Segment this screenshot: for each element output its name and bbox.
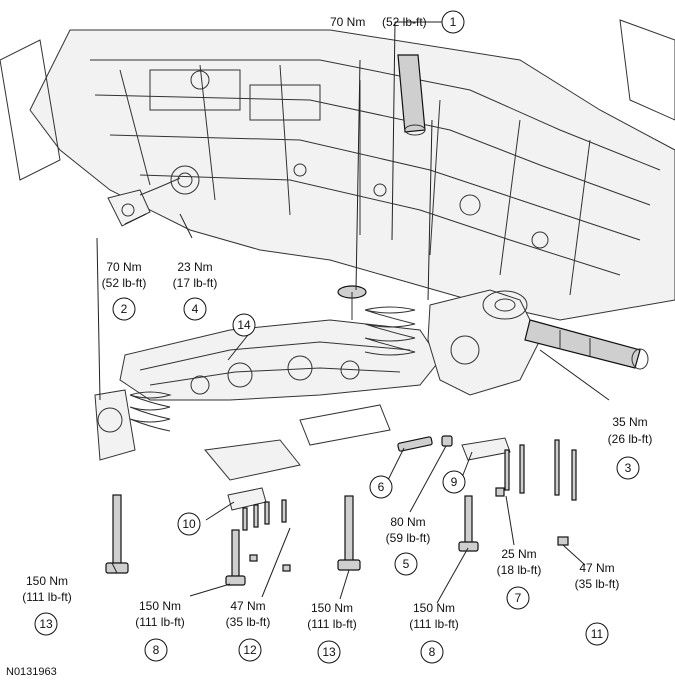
- callout-10-number: 10: [182, 517, 196, 531]
- callout-13b-torque-lbft: (111 lb-ft): [307, 617, 357, 631]
- callout-3-torque: 35 Nm: [612, 415, 647, 429]
- callout-8a-number: 8: [153, 643, 160, 657]
- rear-differential: [427, 289, 541, 396]
- callout-4-number: 4: [192, 302, 199, 316]
- callout-2: 2: [112, 297, 136, 321]
- callout-4-torque-lbft: (17 lb-ft): [173, 276, 218, 290]
- callout-8a-torque: 150 Nm: [139, 599, 181, 613]
- callout-9-number: 9: [451, 475, 458, 489]
- right-coil-spring: [337, 285, 416, 356]
- callout-8a: 8: [144, 638, 168, 662]
- callout-8b-torque-lbft: (111 lb-ft): [409, 617, 459, 631]
- callout-3-torque-lbft: (26 lb-ft): [608, 432, 653, 446]
- callout-8b-torque: 150 Nm: [413, 601, 455, 615]
- callout-13b: 13: [317, 640, 341, 664]
- bracket-9: [461, 437, 511, 461]
- callout-4-torque: 23 Nm: [177, 260, 212, 274]
- callout-1-torque: 70 Nm: [330, 15, 365, 29]
- callout-11-torque: 47 Nm: [579, 561, 614, 575]
- callout-12-torque: 47 Nm: [230, 599, 265, 613]
- halfshaft: [524, 319, 649, 370]
- figure-id: N0131963: [6, 666, 57, 678]
- nut-5: [441, 435, 453, 447]
- callout-6: 6: [369, 475, 393, 499]
- callout-4: 4: [183, 297, 207, 321]
- callout-11-torque-lbft: (35 lb-ft): [575, 577, 620, 591]
- callout-13a-number: 13: [39, 617, 53, 631]
- callout-2-number: 2: [121, 302, 128, 316]
- callout-5-torque-lbft: (59 lb-ft): [386, 531, 431, 545]
- callout-13a-torque-lbft: (111 lb-ft): [22, 590, 72, 604]
- callout-9: 9: [442, 470, 466, 494]
- callout-11: 11: [585, 622, 609, 646]
- left-coil-spring: [94, 389, 172, 461]
- bracket-10: [227, 487, 267, 511]
- bolt-6: [397, 436, 433, 452]
- callout-5-torque: 80 Nm: [390, 515, 425, 529]
- callout-2-torque-lbft: (52 lb-ft): [102, 276, 147, 290]
- underbody-floor-pan: [0, 19, 675, 321]
- rear-subframe: [119, 319, 441, 401]
- callout-12-number: 12: [243, 643, 257, 657]
- callout-3-number: 3: [625, 461, 632, 475]
- leader-lines: [96, 21, 610, 604]
- callout-8b: 8: [420, 640, 444, 664]
- callout-1: 1: [441, 10, 465, 34]
- callout-2-torque: 70 Nm: [106, 260, 141, 274]
- callout-8b-number: 8: [429, 645, 436, 659]
- callout-5-number: 5: [403, 557, 410, 571]
- callout-1-number: 1: [450, 15, 457, 29]
- callout-10: 10: [177, 512, 201, 536]
- callout-13a: 13: [34, 612, 58, 636]
- callout-7-torque: 25 Nm: [501, 547, 536, 561]
- callout-13b-number: 13: [322, 645, 336, 659]
- callout-7: 7: [506, 586, 530, 610]
- callout-5: 5: [394, 552, 418, 576]
- callout-6-number: 6: [378, 480, 385, 494]
- callout-3: 3: [616, 456, 640, 480]
- callout-7-torque-lbft: (18 lb-ft): [497, 563, 542, 577]
- callout-13b-torque: 150 Nm: [311, 601, 353, 615]
- callout-14: 14: [232, 313, 256, 337]
- exhaust-bracket: [204, 404, 391, 481]
- callout-7-number: 7: [515, 591, 522, 605]
- callout-14-number: 14: [237, 318, 251, 332]
- callout-12-torque-lbft: (35 lb-ft): [226, 615, 271, 629]
- callout-1-torque-lbft: (52 lb-ft): [382, 15, 427, 29]
- callout-11-number: 11: [591, 627, 604, 641]
- callout-8a-torque-lbft: (111 lb-ft): [135, 615, 185, 629]
- callout-13a-torque: 150 Nm: [26, 574, 68, 588]
- callout-12: 12: [238, 638, 262, 662]
- shock-tube: [397, 54, 426, 136]
